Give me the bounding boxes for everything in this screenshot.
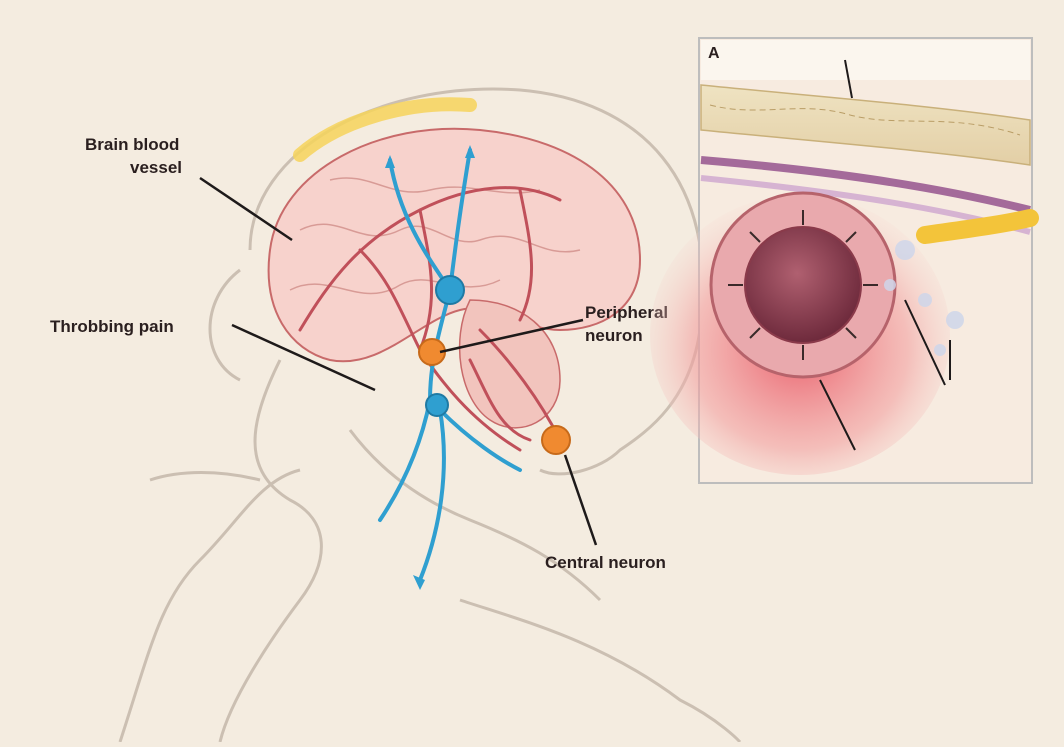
blue-nucleus-lower xyxy=(426,394,448,416)
inset-panel-letter: A xyxy=(708,45,720,62)
label-peripheral-neuron-2: neuron xyxy=(585,326,643,345)
central-neuron-body xyxy=(542,426,570,454)
label-brain-blood-vessel-2: vessel xyxy=(130,158,182,177)
inset-panel: A xyxy=(650,38,1032,483)
label-brain-blood-vessel-1: Brain blood xyxy=(85,135,179,154)
blue-nucleus-upper xyxy=(436,276,464,304)
label-central-neuron: Central neuron xyxy=(545,553,666,572)
label-throbbing-pain: Throbbing pain xyxy=(50,317,174,336)
